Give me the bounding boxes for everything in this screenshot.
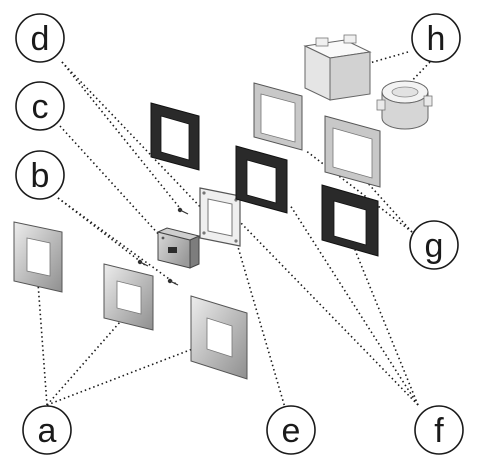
leader-b-2: [57, 197, 177, 285]
callout-a: a: [22, 405, 72, 455]
callout-f-label: f: [434, 412, 444, 450]
cover-plate-small-middle: [103, 263, 154, 331]
leader-a-2: [46, 321, 121, 406]
callout-e-label: e: [282, 412, 301, 450]
callout-h-label: h: [427, 20, 446, 58]
callout-b: b: [15, 150, 65, 200]
screws-b: [137, 259, 179, 286]
leader-d-1: [61, 61, 184, 213]
callout-a-label: a: [38, 412, 57, 450]
mounting-frame-metal: [199, 187, 241, 247]
leader-f-1: [239, 221, 419, 406]
callout-d: d: [15, 13, 65, 63]
support-frame-black-1: [150, 102, 200, 171]
leader-b-1: [57, 197, 146, 266]
callout-h: h: [411, 13, 461, 63]
callout-c: c: [15, 81, 65, 131]
leader-a-3: [46, 347, 196, 406]
intermediate-frame-1: [253, 82, 303, 151]
support-frame-black-2: [235, 145, 288, 214]
leader-h-1: [351, 51, 409, 69]
leader-lines: [37, 51, 431, 419]
callout-f: f: [414, 405, 464, 455]
callout-c-label: c: [32, 88, 49, 126]
leader-a-1: [37, 282, 48, 406]
installation-box-round: [376, 80, 433, 130]
callout-d-label: d: [31, 20, 50, 58]
intermediate-frame-2: [324, 115, 381, 188]
support-frame-black-3: [321, 184, 379, 257]
cover-plate-large-right: [190, 295, 248, 380]
usb-insert-module: [156, 227, 201, 269]
cover-plate-large-left: [13, 221, 63, 293]
leader-h-2: [404, 61, 431, 89]
leader-c: [59, 125, 163, 239]
leader-f-3: [354, 249, 419, 406]
callout-b-label: b: [31, 157, 50, 195]
installation-box-square: [303, 34, 372, 101]
callout-g-label: g: [425, 227, 444, 265]
callout-g: g: [409, 220, 459, 270]
callout-e: e: [266, 405, 316, 455]
